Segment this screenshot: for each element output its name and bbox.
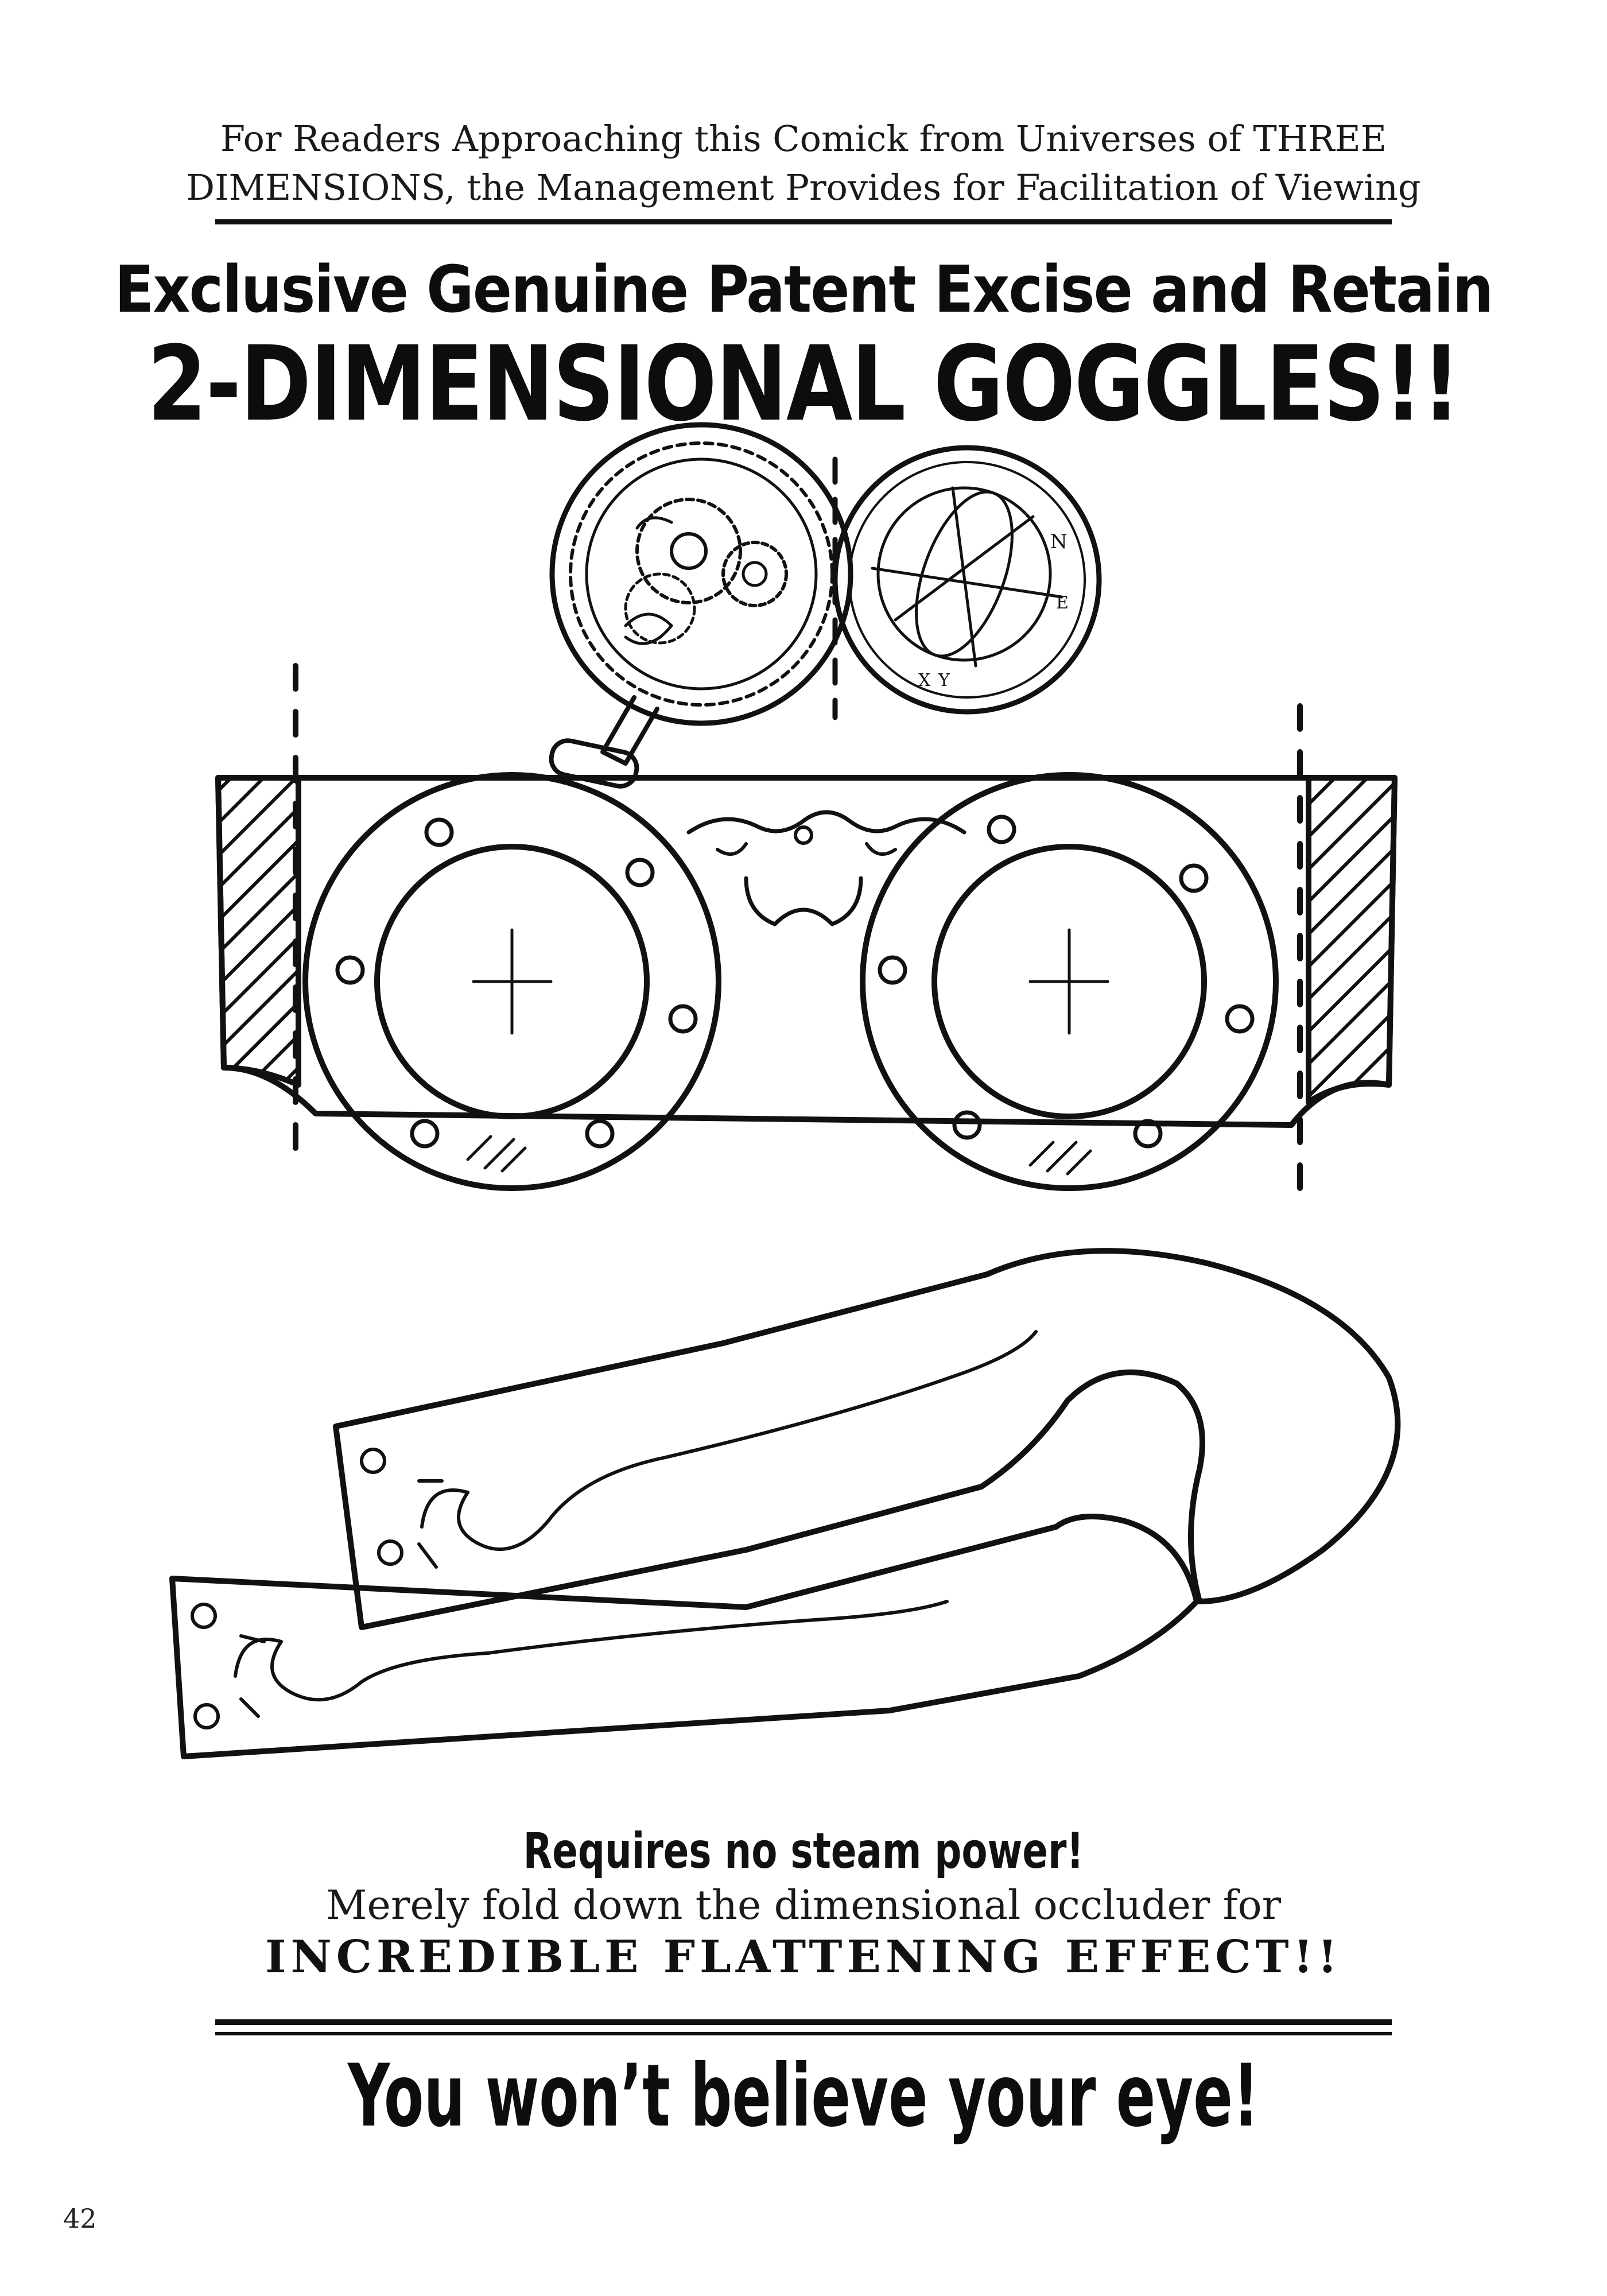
goggle-frame bbox=[215, 775, 1398, 1128]
top-divider bbox=[215, 219, 1392, 224]
headline-line-2: 2-DIMENSIONAL GOGGLES!! bbox=[147, 324, 1461, 444]
goggles-illustration: N E X Y bbox=[169, 422, 1401, 1759]
upper-temple-arm bbox=[333, 1248, 1401, 1630]
lower-temple-arm bbox=[169, 1514, 1200, 1759]
bottom-divider-1 bbox=[215, 2019, 1392, 2025]
slogan: You won’t believe your eye! bbox=[347, 2046, 1260, 2146]
tagline-line-2: Merely fold down the dimensional occlude… bbox=[325, 1882, 1282, 1929]
compass-letter-y: Y bbox=[938, 670, 950, 691]
compass-letter-e: E bbox=[1056, 593, 1069, 613]
compass-letter-n: N bbox=[1050, 530, 1068, 553]
intro-line-1: For Readers Approaching this Comick from… bbox=[220, 118, 1387, 160]
compass-letter-x: X bbox=[918, 670, 931, 691]
page-number: 42 bbox=[63, 2203, 97, 2234]
right-lens bbox=[860, 772, 1279, 1191]
left-lens bbox=[302, 772, 721, 1191]
tagline-line-1: Requires no steam power! bbox=[523, 1822, 1084, 1880]
intro-line-2: DIMENSIONS, the Management Provides for … bbox=[186, 166, 1421, 208]
compass-disc-icon: N E X Y bbox=[832, 445, 1102, 715]
tagline-line-3: INCREDIBLE FLATTENING EFFECT!! bbox=[265, 1931, 1342, 1983]
bottom-divider-2 bbox=[215, 2032, 1392, 2035]
headline-line-1: Exclusive Genuine Patent Excise and Reta… bbox=[114, 253, 1494, 327]
gear-disc-icon bbox=[549, 422, 853, 726]
